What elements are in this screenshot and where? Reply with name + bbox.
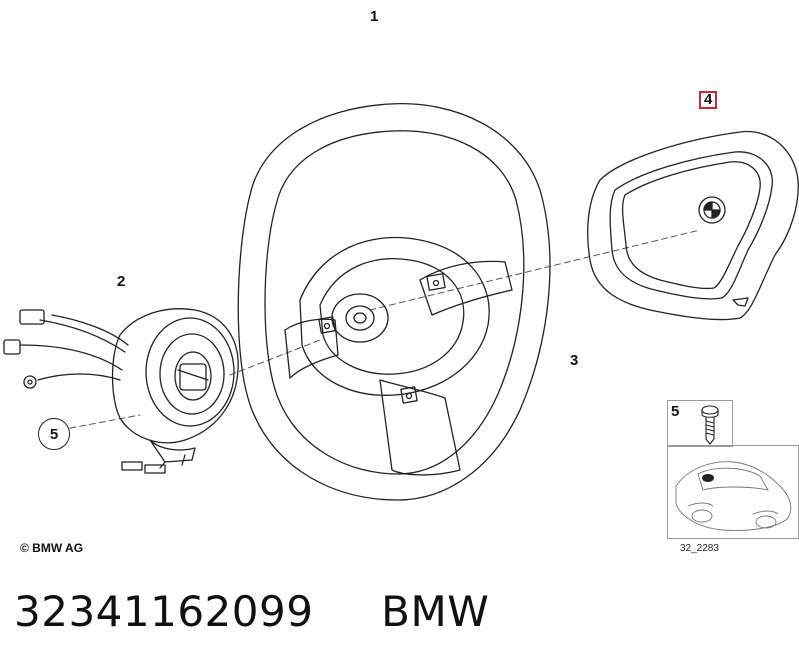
callout-5-circled-label: 5 <box>49 425 59 443</box>
inset-screw: 5 <box>667 400 733 447</box>
brand-name: BMW <box>381 587 490 636</box>
part-footer: 32341162099 BMW <box>14 587 489 636</box>
clock-spring <box>3 308 239 474</box>
figure-code: 32_2283 <box>680 543 719 554</box>
steering-wheel <box>237 103 551 501</box>
airbag-module <box>587 130 799 321</box>
car-icon <box>675 461 792 531</box>
callout-1-steering-wheel[interactable]: 1 <box>370 8 379 25</box>
callout-5-circled[interactable]: 5 <box>38 418 70 450</box>
callout-4-airbag-module[interactable]: 4 <box>699 91 718 109</box>
part-number: 32341162099 <box>14 587 314 636</box>
callout-5-screw[interactable]: 5 <box>671 403 680 420</box>
assembly-axis-line <box>59 229 701 431</box>
screw-icon <box>701 405 719 445</box>
callout-3[interactable]: 3 <box>570 352 579 369</box>
callout-2-clock-spring[interactable]: 2 <box>117 273 126 290</box>
inset-car-locator <box>667 445 799 539</box>
copyright-notice: © BMW AG <box>20 541 84 555</box>
